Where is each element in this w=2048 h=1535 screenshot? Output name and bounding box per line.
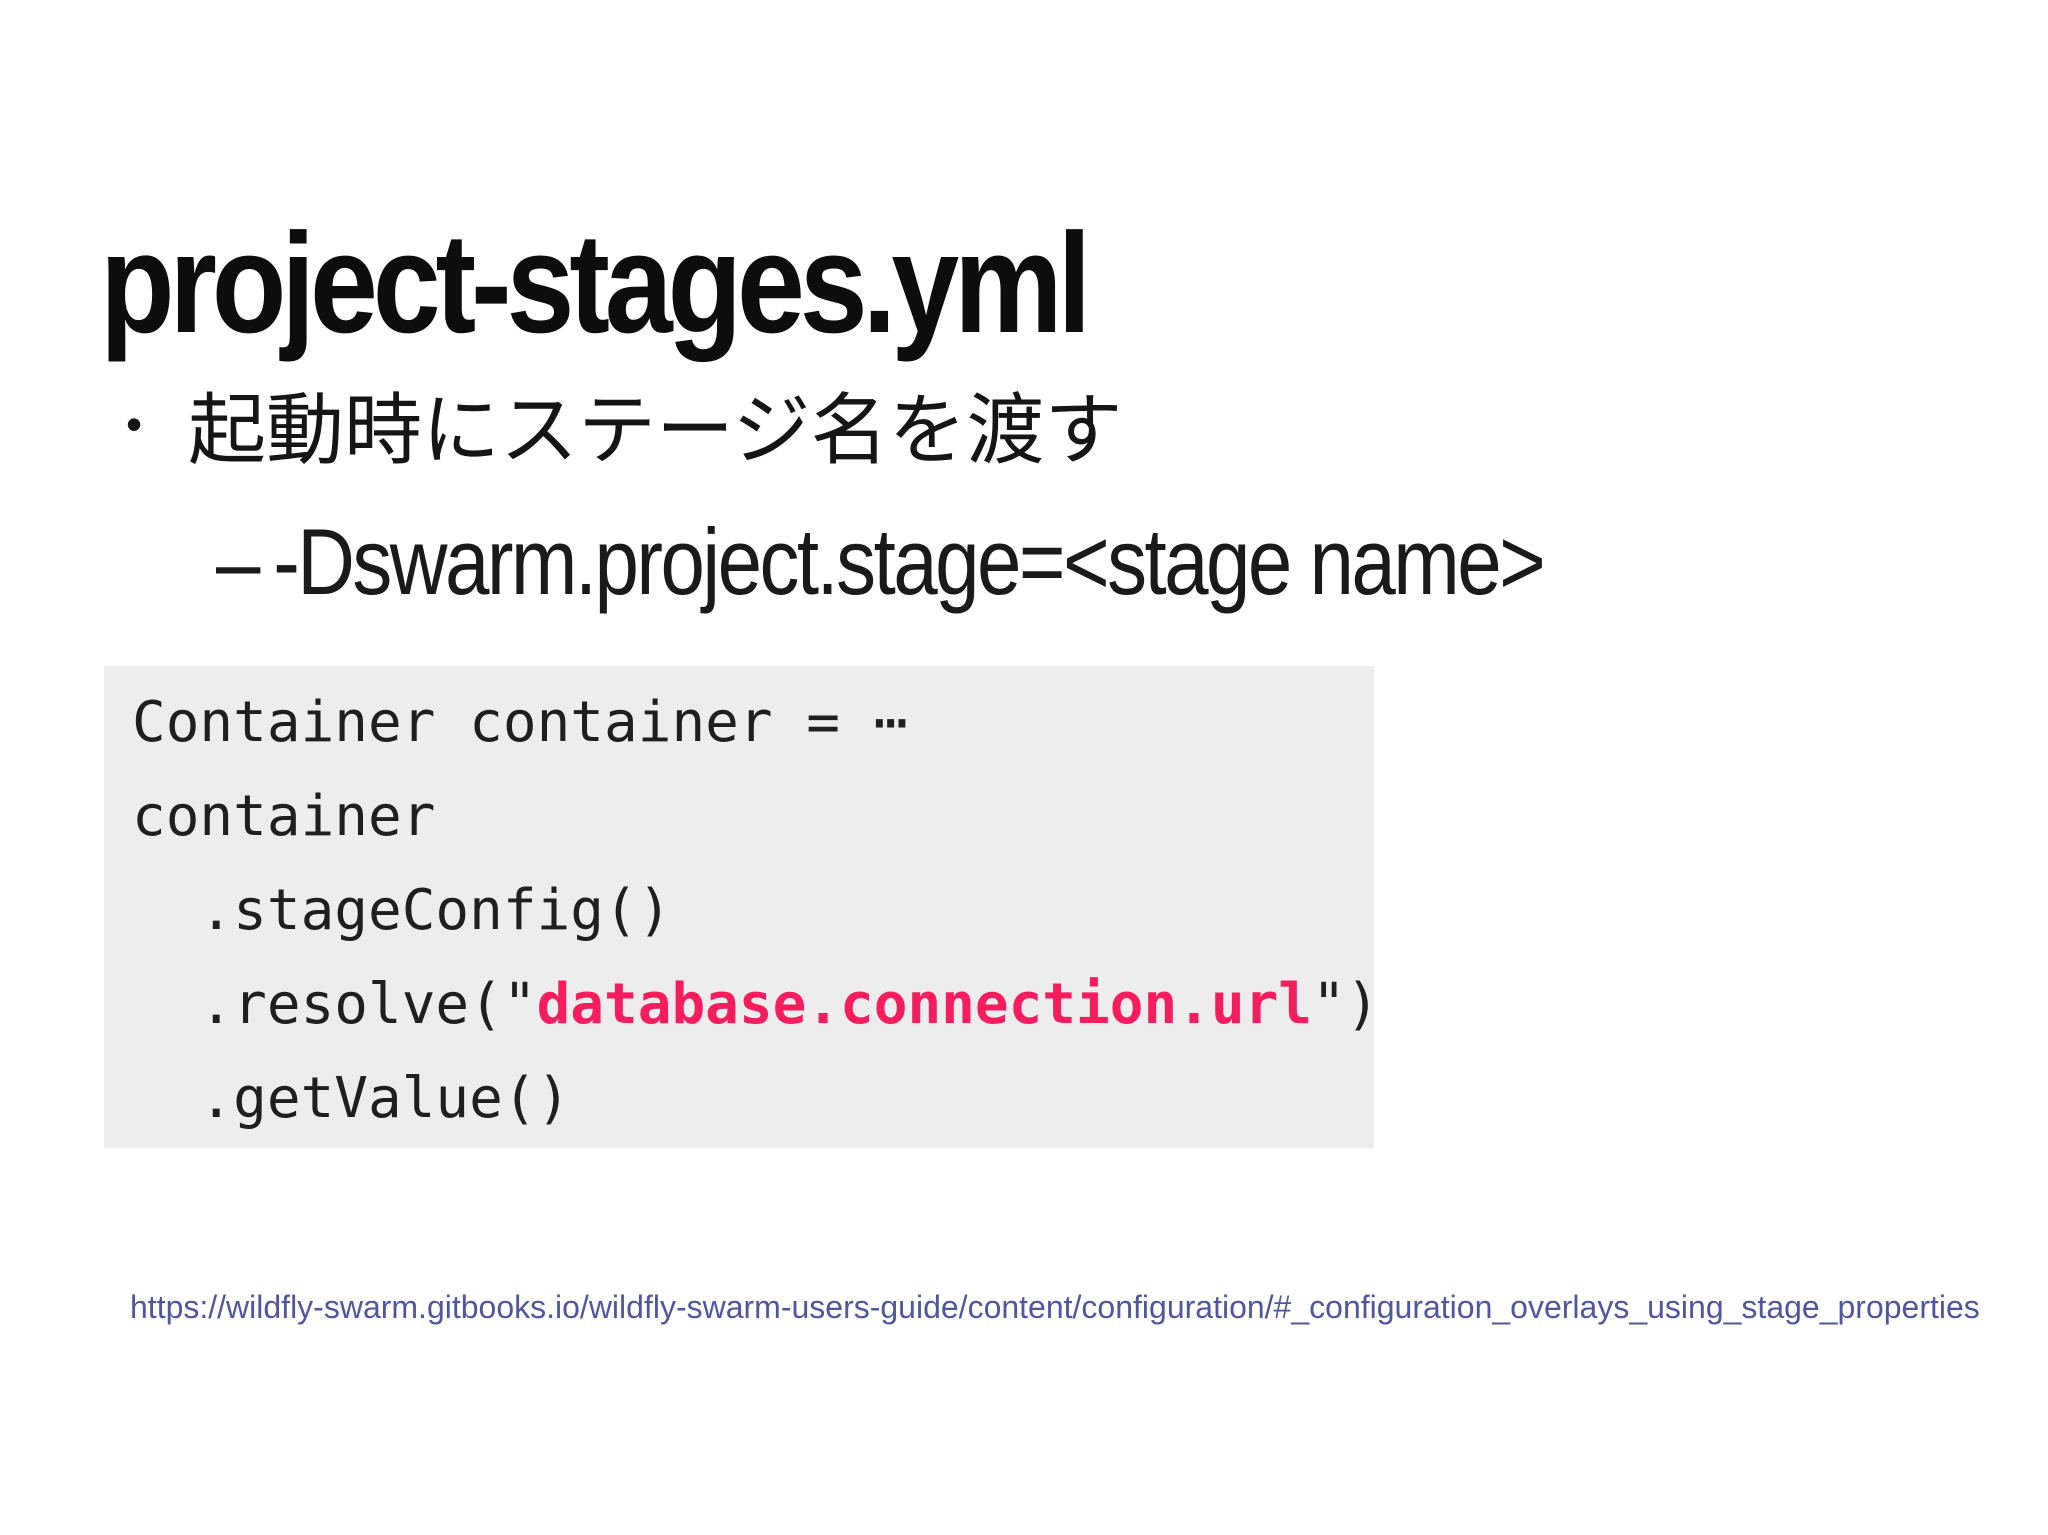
- code-line-1: Container container = ⋯: [132, 690, 908, 755]
- code-line-3: .stageConfig(): [132, 878, 672, 943]
- sub-bullet-item: – -Dswarm.project.stage=<stage name>: [216, 508, 1546, 616]
- dash-icon: –: [216, 509, 260, 614]
- code-block: Container container = ⋯ container .stage…: [104, 666, 1379, 1148]
- code-line-2: container: [132, 784, 436, 849]
- code-line-4-prefix: .resolve(": [132, 972, 537, 1037]
- source-url-link[interactable]: https://wildfly-swarm.gitbooks.io/wildfl…: [130, 1289, 1980, 1325]
- code-line-4-suffix: "): [1312, 972, 1380, 1037]
- code-line-5: .getValue(): [132, 1066, 571, 1131]
- bullet-dot-icon: •: [126, 398, 143, 450]
- sub-bullet-text: -Dswarm.project.stage=<stage name>: [273, 509, 1546, 614]
- code-line-4: .resolve("database.connection.url"): [132, 958, 1379, 1052]
- code-string-highlight: database.connection.url: [536, 972, 1313, 1037]
- bullet-item: • 起動時にステージ名を渡す: [126, 368, 1122, 480]
- page-title: project-stages.yml: [100, 204, 1091, 364]
- bullet-text: 起動時にステージ名を渡す: [188, 386, 1123, 474]
